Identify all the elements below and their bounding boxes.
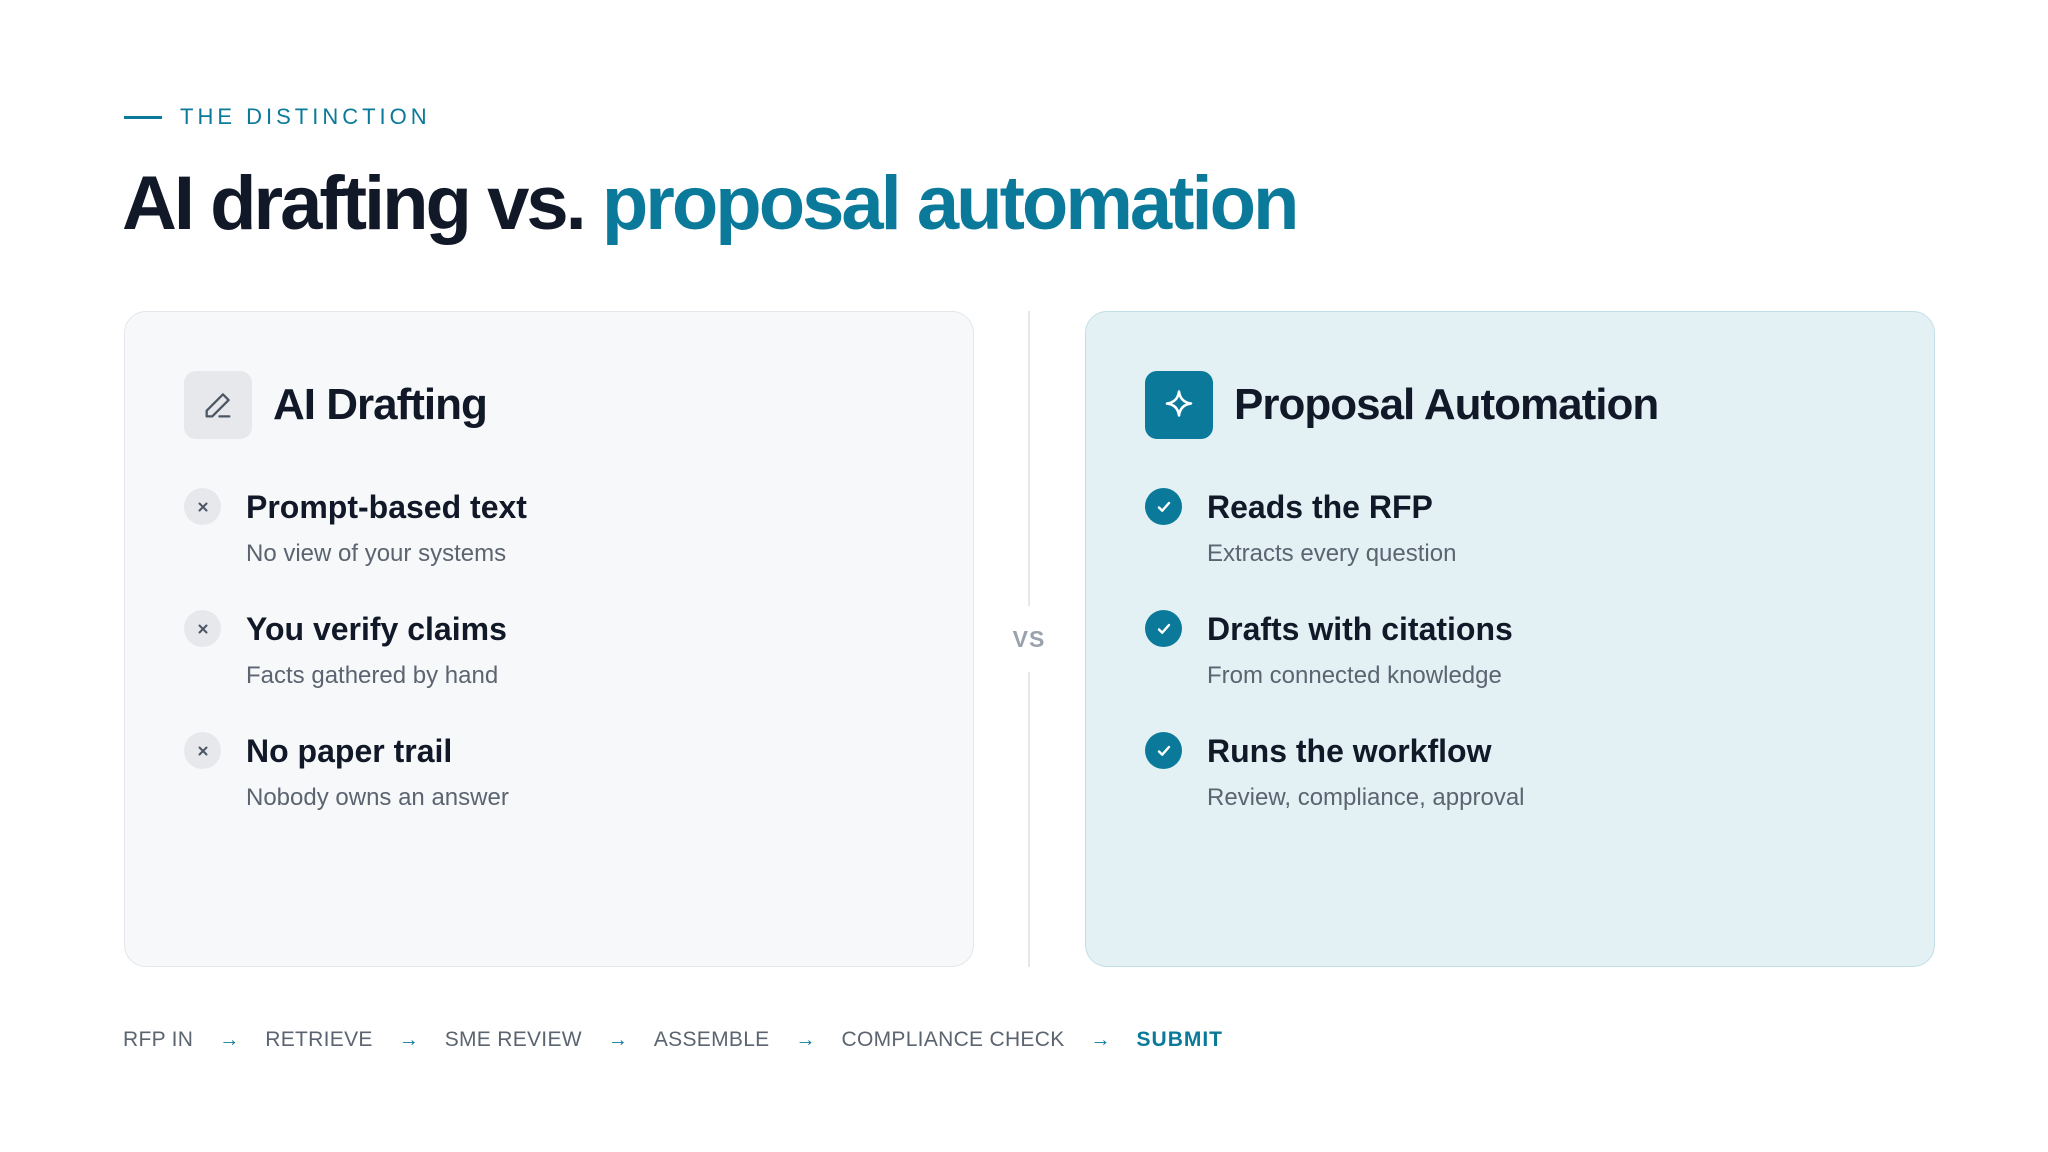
page-title: AI drafting vs. proposal automation: [122, 160, 1300, 247]
item-list: Reads the RFP Extracts every question Dr…: [1145, 487, 1525, 853]
divider-bottom: [1028, 672, 1030, 967]
pipeline-step-assemble: ASSEMBLE: [653, 1028, 770, 1051]
pipeline-step-rfp-in: RFP IN: [123, 1028, 194, 1051]
proposal-automation-card: Proposal Automation Reads the RFP Extrac…: [1085, 311, 1935, 967]
list-item: You verify claims Facts gathered by hand: [184, 609, 527, 731]
item-subtitle: From connected knowledge: [1207, 662, 1502, 689]
sparkle-icon: [1145, 371, 1213, 439]
pencil-icon: [184, 371, 252, 439]
pipeline-step-compliance-check: COMPLIANCE CHECK: [841, 1028, 1065, 1051]
list-item: Reads the RFP Extracts every question: [1145, 487, 1525, 609]
arrow-right-icon: →: [795, 1028, 816, 1051]
eyebrow: THE DISTINCTION: [124, 104, 431, 130]
list-item: Prompt-based text No view of your system…: [184, 487, 527, 609]
ai-drafting-card: AI Drafting Prompt-based text No view of…: [124, 311, 974, 967]
item-title: Runs the workflow: [1207, 733, 1492, 769]
pipeline-step-sme-review: SME REVIEW: [444, 1028, 582, 1051]
item-list: Prompt-based text No view of your system…: [184, 487, 527, 853]
card-title: Proposal Automation: [1234, 380, 1659, 429]
item-subtitle: Nobody owns an answer: [246, 784, 509, 811]
list-item: Drafts with citations From connected kno…: [1145, 609, 1525, 731]
title-main: AI drafting vs.: [122, 161, 587, 246]
list-item: Runs the workflow Review, compliance, ap…: [1145, 731, 1525, 853]
card-header: AI Drafting: [184, 371, 488, 439]
item-title: You verify claims: [246, 611, 507, 647]
eyebrow-rule: [124, 115, 162, 119]
card-header: Proposal Automation: [1145, 371, 1659, 439]
pipeline-step-retrieve: RETRIEVE: [265, 1028, 373, 1051]
check-icon: [1145, 610, 1182, 647]
check-icon: [1145, 488, 1182, 525]
divider-top: [1028, 311, 1030, 606]
item-subtitle: Facts gathered by hand: [246, 662, 499, 689]
arrow-right-icon: →: [398, 1028, 419, 1051]
arrow-right-icon: →: [607, 1028, 628, 1051]
x-icon: [184, 610, 221, 647]
item-subtitle: Review, compliance, approval: [1207, 784, 1525, 811]
item-title: Drafts with citations: [1207, 611, 1513, 647]
item-title: No paper trail: [246, 733, 453, 769]
pipeline: RFP IN → RETRIEVE → SME REVIEW → ASSEMBL…: [123, 1028, 1223, 1052]
eyebrow-text: THE DISTINCTION: [180, 104, 431, 129]
title-accent: proposal automation: [601, 161, 1300, 246]
arrow-right-icon: →: [219, 1028, 240, 1051]
item-title: Prompt-based text: [246, 489, 527, 525]
item-title: Reads the RFP: [1207, 489, 1433, 525]
x-icon: [184, 732, 221, 769]
item-subtitle: Extracts every question: [1207, 540, 1457, 567]
vs-label: VS: [1012, 626, 1046, 652]
check-icon: [1145, 732, 1182, 769]
card-title: AI Drafting: [273, 380, 488, 429]
arrow-right-icon: →: [1090, 1028, 1111, 1051]
item-subtitle: No view of your systems: [246, 540, 507, 567]
pipeline-step-submit: SUBMIT: [1136, 1028, 1224, 1051]
x-icon: [184, 488, 221, 525]
list-item: No paper trail Nobody owns an answer: [184, 731, 527, 853]
